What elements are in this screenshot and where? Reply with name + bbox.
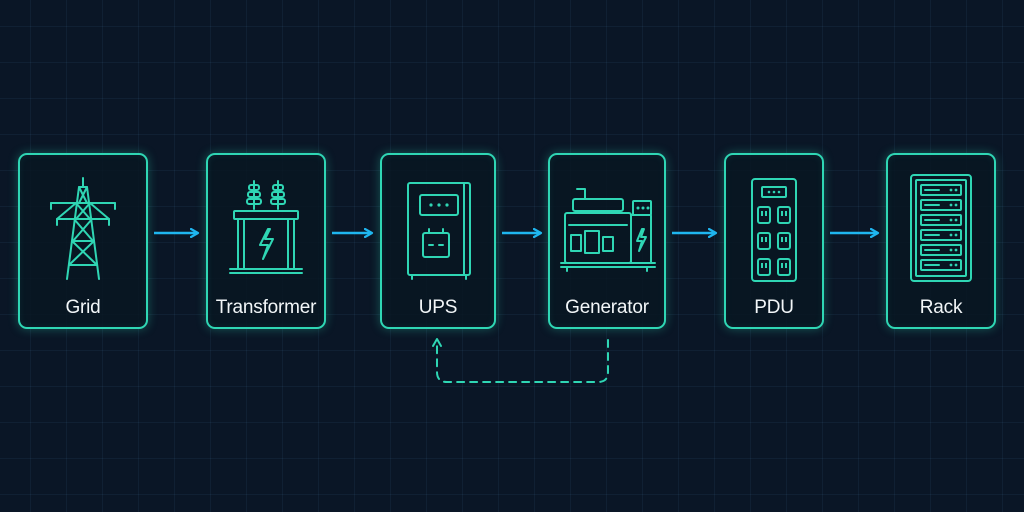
node-label: Generator xyxy=(565,297,649,318)
node-label: UPS xyxy=(418,297,458,318)
node-rack: Rack xyxy=(886,153,996,329)
node-grid: Grid xyxy=(18,153,148,329)
generator-icon xyxy=(560,188,656,272)
node-label: Rack xyxy=(919,297,963,318)
node-ups: UPS xyxy=(380,153,496,329)
power-outlet-strip-icon xyxy=(751,178,797,282)
edge-generator-ups-feedback xyxy=(432,338,609,383)
node-label: Transformer xyxy=(215,297,317,318)
node-transformer: Transformer xyxy=(206,153,326,329)
server-rack-icon xyxy=(910,174,972,282)
transformer-icon xyxy=(229,180,303,274)
node-pdu: PDU xyxy=(724,153,824,329)
ups-battery-cabinet-icon xyxy=(407,182,471,280)
node-generator: Generator xyxy=(548,153,666,329)
node-label: PDU xyxy=(754,297,794,318)
transmission-tower-icon xyxy=(50,177,116,280)
node-label: Grid xyxy=(65,297,101,318)
